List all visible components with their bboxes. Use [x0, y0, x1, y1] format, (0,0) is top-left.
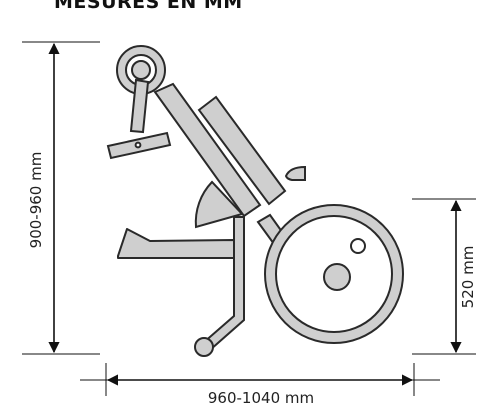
- wheel-hub-motor: [323, 263, 351, 291]
- diagram-title: MESURES EN MM: [54, 0, 243, 13]
- front-wheel: [264, 204, 404, 344]
- crank-assembly: [106, 45, 172, 160]
- length-label: 960-1040 mm: [208, 389, 314, 407]
- support-bar: [194, 216, 245, 357]
- height-label: 900-960 mm: [27, 152, 45, 249]
- brake-light: [284, 165, 306, 181]
- support-bar-tube: [201, 216, 245, 352]
- wheelchair-clamp: [117, 228, 235, 259]
- support-foot: [194, 337, 214, 357]
- length-dimension: 960-1040 mm: [80, 363, 440, 407]
- wheel-height-dimension: 520 mm: [412, 198, 477, 355]
- steering-tube: [153, 82, 262, 218]
- wheel-height-label: 520 mm: [459, 246, 477, 309]
- height-dimension: 900-960 mm: [22, 41, 100, 355]
- wheel-axle-bolt: [350, 238, 366, 254]
- upper-frame-tube: [197, 95, 287, 206]
- crank-arm: [129, 78, 150, 134]
- fender-segment: [194, 180, 244, 229]
- crank-hub: [131, 60, 151, 80]
- crank-handle-bolt: [134, 141, 142, 149]
